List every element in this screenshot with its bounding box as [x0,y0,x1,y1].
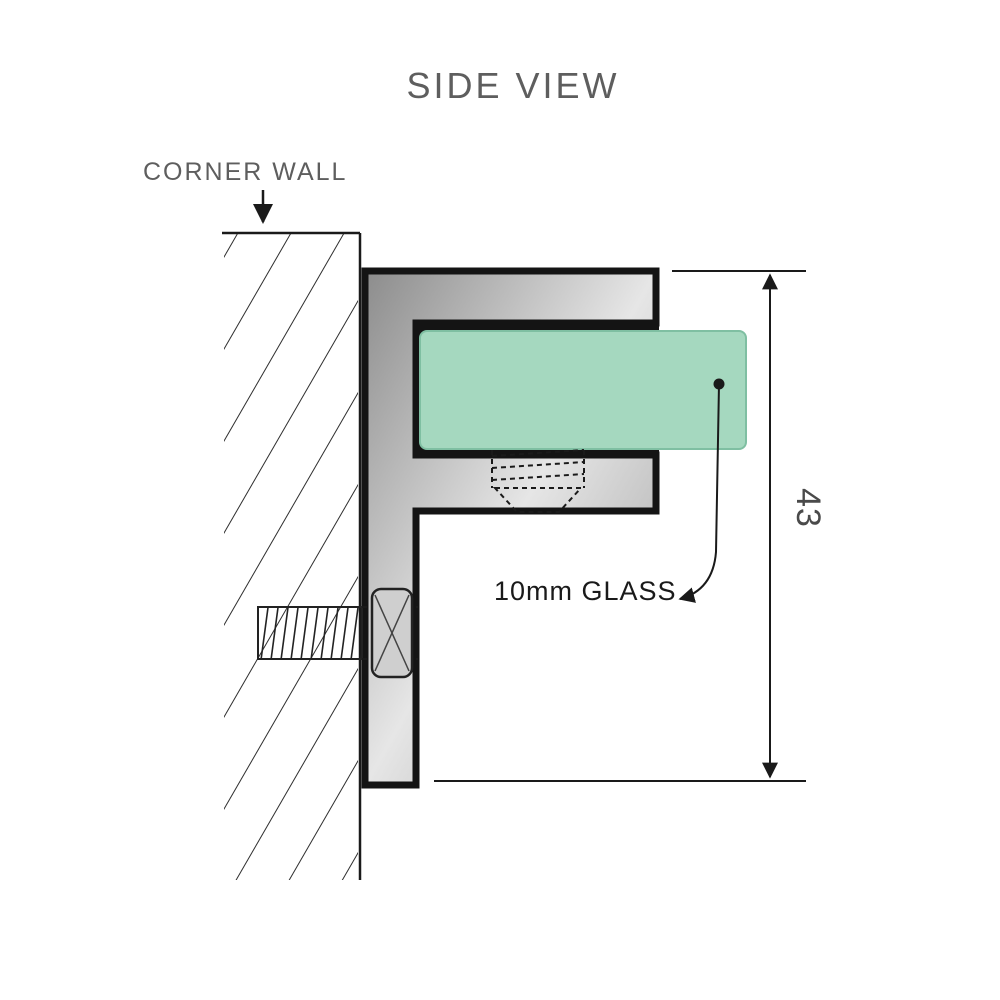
grub-screw-thread [491,473,585,481]
grub-screw [491,449,585,513]
glass-panel [419,330,747,450]
screw-head-detail [374,594,410,672]
fixing-screw [257,587,418,679]
height-dimension: 43 [434,270,827,782]
corner-wall-label: CORNER WALL [143,158,347,186]
grub-screw-thread [491,461,585,469]
grub-screw-body [492,487,584,513]
screw-thread [257,606,363,660]
dimension-value: 43 [789,488,827,528]
wall-hatching [224,234,358,880]
diagram-title: SIDE VIEW [406,65,619,106]
wall [222,231,362,880]
glass-label: 10mm GLASS [494,576,677,606]
grub-screw-thread [491,449,585,457]
glass-leader-line [678,383,720,603]
